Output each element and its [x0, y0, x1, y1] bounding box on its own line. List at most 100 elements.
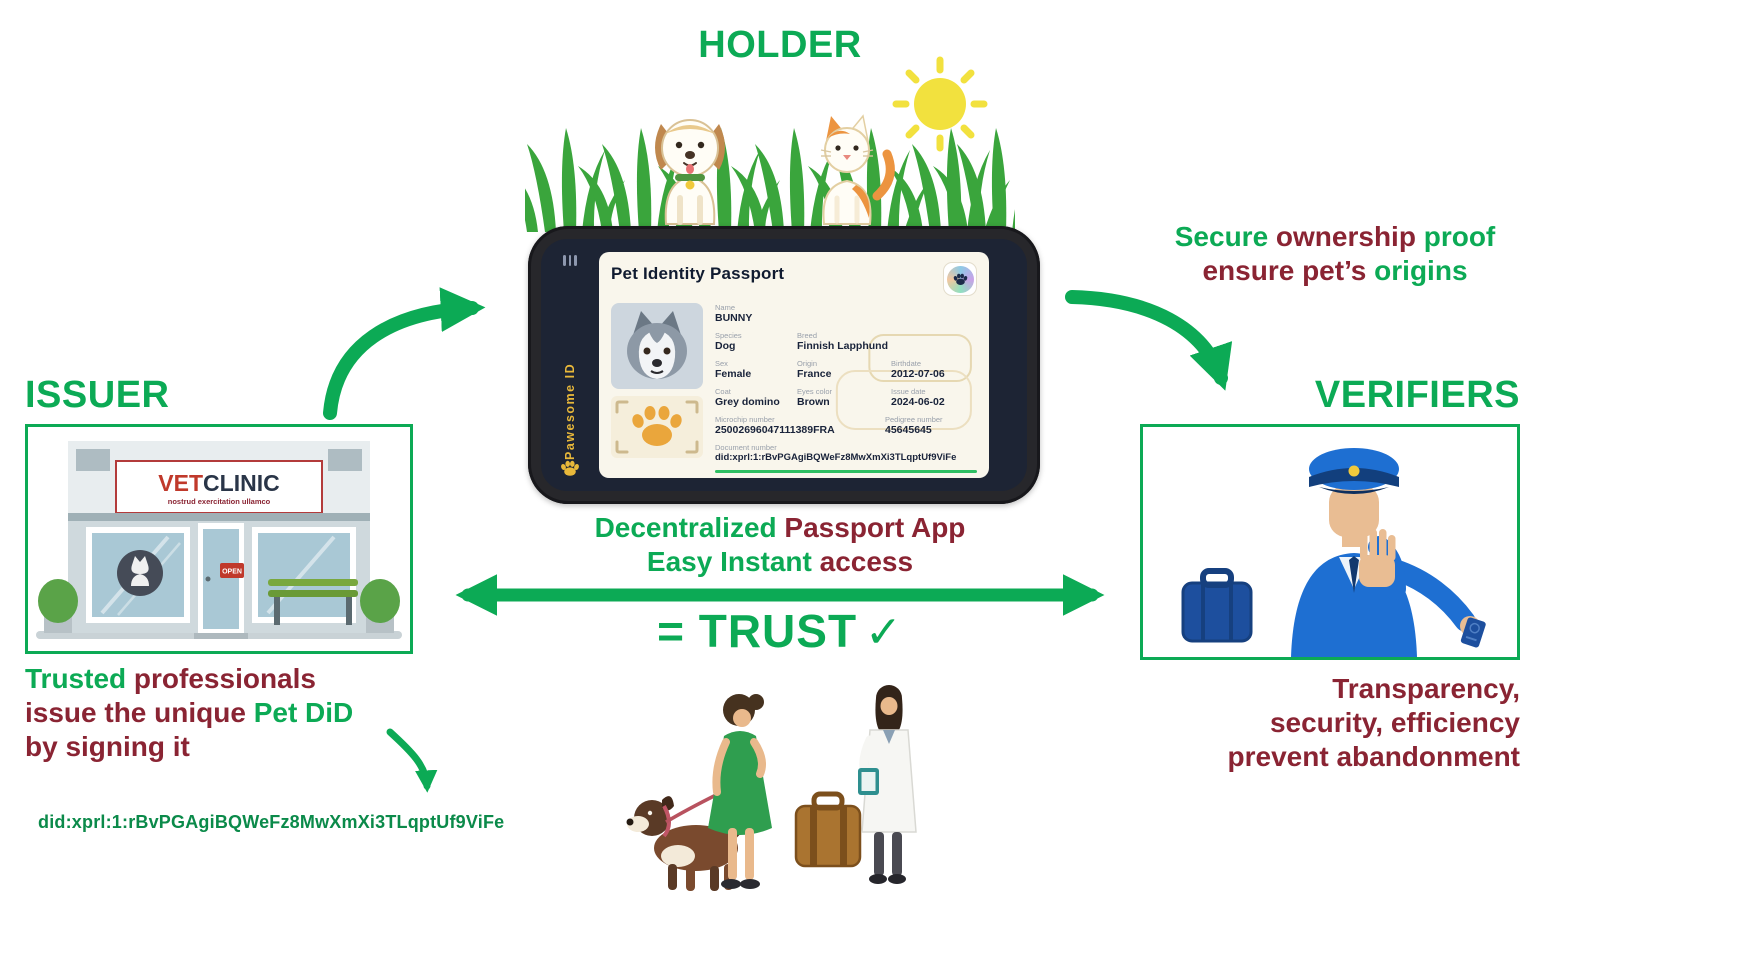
owner-and-vet-illustration [626, 685, 917, 891]
field-value: Female [715, 368, 752, 381]
dog-illustration [655, 119, 725, 225]
pet-owner-illustration [708, 694, 772, 889]
field-label: Document number [715, 443, 777, 453]
field-breed: Breed Finnish Lapphund [797, 331, 977, 354]
verifiers-title: VERIFIERS [1314, 374, 1520, 416]
field-label: Origin [797, 359, 818, 369]
pet-did-value: did:xprl:1:rBvPGAgiBQWeFz8MwXmXi3TLqptUf… [38, 812, 505, 832]
sun-icon [892, 56, 988, 152]
speaker-grill-icon [563, 255, 577, 266]
field-value: Brown [797, 396, 830, 409]
field-origin: Origin France [797, 359, 891, 382]
bush-right [360, 579, 400, 633]
police-cap [1309, 448, 1399, 494]
field-sex: Sex Female [715, 359, 797, 382]
paw-icon [953, 273, 967, 285]
note-line: Easy Instant access [646, 546, 914, 578]
field-species: Species Dog [715, 331, 797, 354]
field-label: Breed [797, 331, 818, 341]
note-line: Decentralized Passport App [594, 512, 966, 543]
customs-officer-illustration [1181, 448, 1486, 657]
field-issue-date: Issue date 2024-06-02 [891, 387, 977, 410]
clinic-sign [115, 460, 323, 514]
clinic-door: OPEN [198, 523, 244, 633]
cat-illustration [820, 114, 895, 225]
field-label: Eyes color [797, 387, 833, 397]
clinic-name-prefix: VET [158, 470, 203, 496]
note-line: Secure ownership proof [1174, 221, 1496, 252]
field-document-number: Document number did:xprl:1:rBvPGAgiBQWeF… [715, 443, 956, 465]
verifier-benefit-note: Secure ownership proof ensure pet’s orig… [1120, 220, 1550, 288]
field-birthdate: Birthdate 2012-07-06 [891, 359, 977, 382]
clipboard-icon [858, 768, 879, 795]
travel-suitcase-icon [794, 791, 862, 868]
note-line: Transparency, [1332, 673, 1520, 704]
paw-icon [561, 460, 579, 476]
passport-fields: Name BUNNY Species Dog Breed Finni [715, 303, 977, 474]
phone-mockup: Pawesome ID Pet Identity Passport [528, 226, 1040, 504]
holder-title: HOLDER [698, 24, 862, 66]
field-label: Species [715, 331, 742, 341]
suitcase-icon [1181, 568, 1253, 643]
app-brand-strip: Pawesome ID [541, 239, 599, 491]
arrow-holder-to-verifiers [1065, 290, 1233, 391]
paw-scan-icon [611, 396, 703, 458]
field-name: Name BUNNY [715, 303, 752, 326]
trust-text: = TRUST [657, 605, 858, 657]
note-line: ensure pet’s origins [1202, 255, 1468, 287]
trust-equation: = TRUST✓ [553, 604, 1007, 658]
bush-left [38, 579, 78, 633]
check-icon: ✓ [865, 608, 903, 657]
cap-badge [1348, 465, 1360, 477]
stop-hand-icon [1359, 529, 1396, 587]
clinic-right-window [252, 527, 356, 623]
dog-collar [675, 174, 705, 181]
field-eyes-color: Eyes color Brown [797, 387, 891, 410]
dog-leash [665, 792, 719, 824]
pet-photo [611, 303, 703, 389]
note-line: prevent abandonment [1227, 741, 1520, 773]
verifier-role-note: Transparency, security, efficiency preve… [1148, 672, 1520, 774]
field-label: Birthdate [891, 359, 922, 369]
field-value: 25002696047111389FRA [715, 424, 835, 437]
pets-grass-illustration [525, 56, 1015, 232]
passport-title: Pet Identity Passport [611, 264, 785, 283]
app-brand-name: Pawesome ID [563, 362, 577, 460]
guilloche-pattern [835, 334, 972, 430]
field-label: Pedigree number [885, 415, 943, 425]
vet-clinic-illustration: VETCLINIC nostrud exercitation ullamco [36, 441, 402, 639]
field-microchip: Microchip number 25002696047111389FRA [715, 415, 885, 438]
field-label: Issue date [891, 387, 926, 397]
cat-poster [117, 550, 163, 596]
field-label: Microchip number [715, 415, 775, 425]
leashed-dog-illustration [626, 796, 750, 891]
passport-in-hand [1460, 617, 1486, 648]
field-value: France [797, 368, 832, 381]
arrow-issuer-to-holder [323, 287, 486, 420]
bench [268, 579, 358, 625]
field-value: 2024-06-02 [891, 396, 945, 409]
field-value: BUNNY [715, 312, 753, 325]
issuer-title: ISSUER [25, 374, 170, 416]
phone-screen: Pawesome ID Pet Identity Passport [541, 239, 1027, 491]
note-line: security, efficiency [1269, 707, 1520, 739]
note-line: issue the unique Pet DiD [25, 697, 354, 729]
field-value: 45645645 [885, 424, 932, 437]
pet-passport-card: Pet Identity Passport [599, 252, 989, 478]
clinic-name-suffix: CLINIC [203, 470, 280, 496]
field-value: Grey domino [715, 396, 780, 409]
field-value: 2012-07-06 [891, 368, 945, 381]
svg-text:VETCLINIC: VETCLINIC [158, 470, 279, 496]
open-sign-label: OPEN [222, 569, 242, 576]
app-logo-icon [943, 262, 977, 296]
officer-figure [1291, 448, 1486, 657]
field-pedigree: Pedigree number 45645645 [885, 415, 977, 438]
field-value: Finnish Lapphund [797, 340, 888, 353]
paw-print [632, 406, 682, 446]
field-value: Dog [715, 340, 736, 353]
field-coat: Coat Grey domino [715, 387, 797, 410]
open-sign [220, 563, 244, 578]
field-value: did:xprl:1:rBvPGAgiBQWeFz8MwXmXi3TLqptUf… [715, 452, 957, 464]
note-line: Trusted professionals [25, 663, 316, 694]
issuer-box: VETCLINIC nostrud exercitation ullamco [25, 424, 413, 654]
